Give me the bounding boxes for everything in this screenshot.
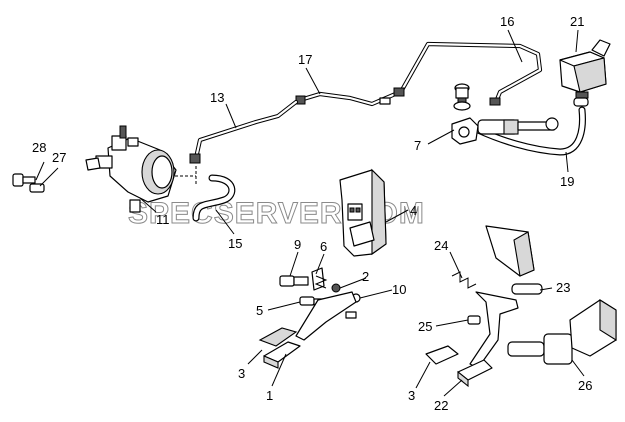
callout-4: 4 xyxy=(410,203,417,218)
callout-7: 7 xyxy=(414,138,421,153)
callout-26: 26 xyxy=(578,378,592,393)
slave-cylinder xyxy=(451,83,559,145)
callout-11: 11 xyxy=(156,212,170,227)
callout-2: 2 xyxy=(362,269,369,284)
callout-23: 23 xyxy=(556,280,570,295)
callout-19: 19 xyxy=(560,174,574,189)
callout-16: 16 xyxy=(500,14,514,29)
clutch-booster xyxy=(85,125,177,213)
fluid-reservoir xyxy=(559,39,611,107)
callout-6: 6 xyxy=(320,239,327,254)
callout-1: 1 xyxy=(266,388,273,403)
pipe-16 xyxy=(399,41,543,106)
clutch-pedal-left xyxy=(258,267,361,369)
callout-9: 9 xyxy=(294,237,301,252)
callout-3-right: 3 xyxy=(408,388,415,403)
callout-21: 21 xyxy=(570,14,584,29)
callout-labels: 13 17 16 21 7 19 28 27 11 15 4 9 6 2 10 … xyxy=(32,14,592,413)
bolt-28 xyxy=(12,173,36,187)
callout-13: 13 xyxy=(210,90,224,105)
callout-22: 22 xyxy=(434,398,448,413)
bolt-27 xyxy=(29,183,45,193)
pipe-17 xyxy=(295,87,405,107)
callout-5: 5 xyxy=(256,303,263,318)
callout-10: 10 xyxy=(392,282,406,297)
callout-17: 17 xyxy=(298,52,312,67)
clutch-pedal-right xyxy=(425,225,617,388)
callout-27: 27 xyxy=(52,150,66,165)
leader-lines xyxy=(35,29,585,397)
reservoir-hose xyxy=(474,106,586,156)
callout-15: 15 xyxy=(228,236,242,251)
callout-25: 25 xyxy=(418,319,432,334)
pipe-13 xyxy=(189,99,299,164)
callout-3-left: 3 xyxy=(238,366,245,381)
callout-28: 28 xyxy=(32,140,46,155)
pedal-bracket xyxy=(339,168,387,257)
callout-24: 24 xyxy=(434,238,448,253)
hose-15 xyxy=(192,174,236,222)
